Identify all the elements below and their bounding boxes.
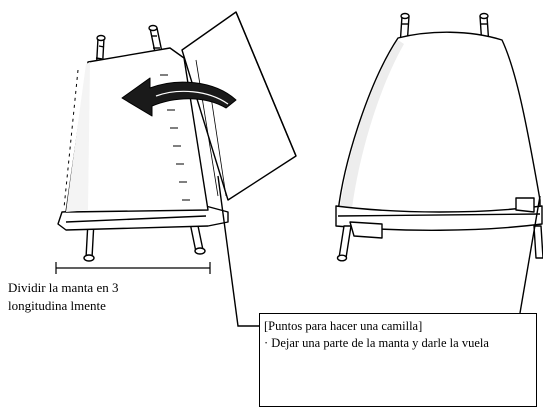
blanket-layers bbox=[335, 205, 543, 231]
fold-arrow-icon bbox=[121, 77, 237, 117]
width-bracket bbox=[55, 262, 211, 274]
stretcher-tips-box: [Puntos para hacer una camilla] · Dejar … bbox=[259, 313, 537, 407]
left-stretcher bbox=[57, 11, 297, 262]
note-leader-left bbox=[217, 175, 259, 327]
tips-body: · Dejar una parte de la manta y darle la… bbox=[264, 336, 489, 350]
divide-caption: Dividir la manta en 3 longitudina lmente bbox=[8, 280, 119, 313]
note-leader-right bbox=[519, 195, 541, 314]
tips-title: [Puntos para hacer una camilla] bbox=[264, 319, 423, 333]
fold-line bbox=[63, 69, 79, 209]
right-stretcher bbox=[335, 12, 543, 262]
